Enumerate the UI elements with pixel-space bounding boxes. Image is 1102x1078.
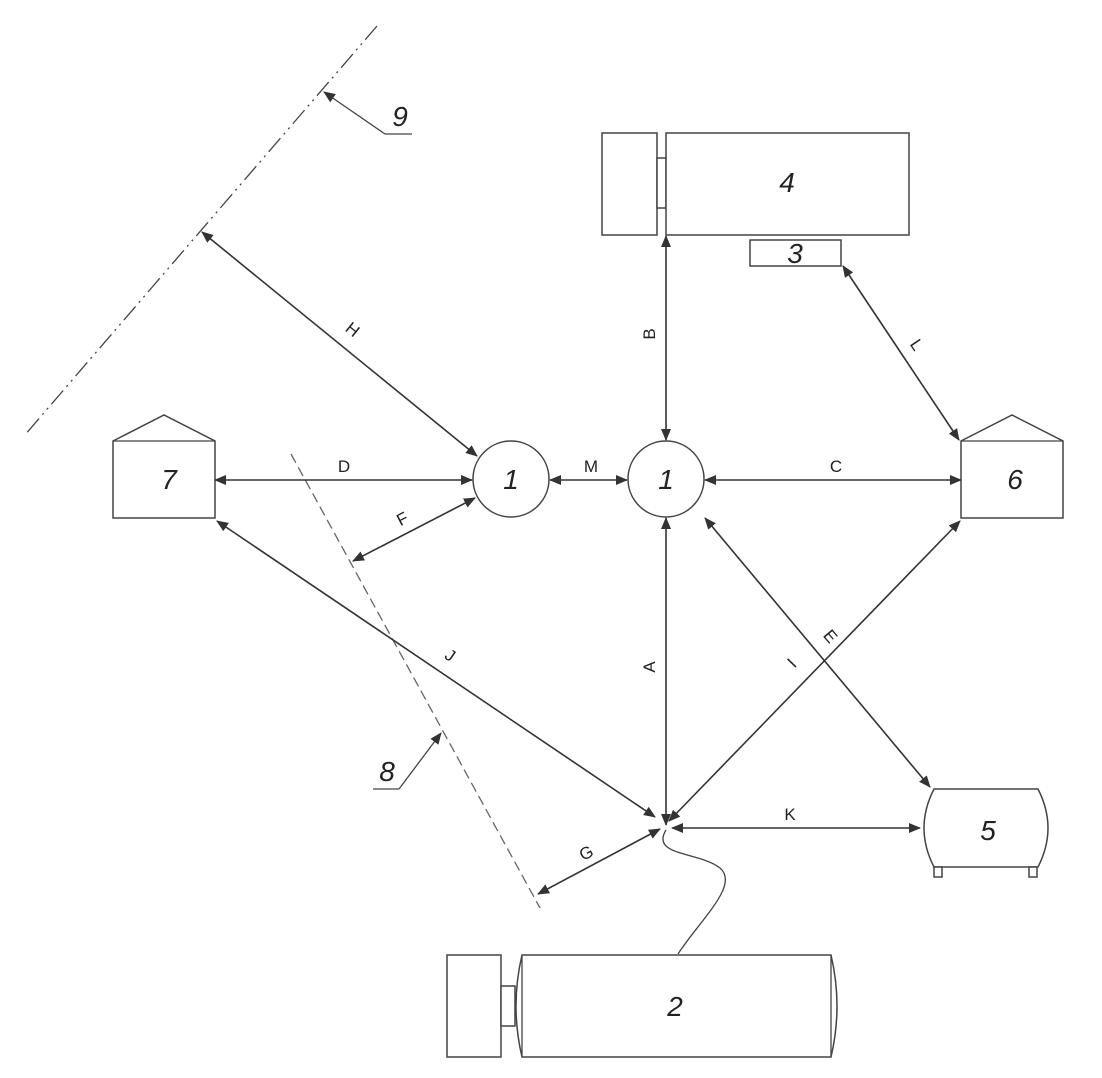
label-K: K xyxy=(784,805,796,824)
building-7: 7 xyxy=(112,414,216,519)
connection-labels: A B C D E F G H I J K L M xyxy=(338,318,927,864)
building-6-label: 6 xyxy=(1007,464,1023,495)
connection-J xyxy=(216,520,656,818)
hose xyxy=(662,829,727,955)
circle-node-left-label: 1 xyxy=(503,464,519,495)
callout-8-label: 8 xyxy=(379,756,395,787)
boundary-line-8 xyxy=(290,453,541,909)
connection-H xyxy=(201,231,478,457)
label-D: D xyxy=(338,457,350,476)
label-E: E xyxy=(819,626,841,647)
label-L: L xyxy=(906,336,927,354)
callout-9: 9 xyxy=(323,91,412,135)
tank-5: 5 xyxy=(923,788,1049,878)
connection-I xyxy=(668,520,961,822)
label-A: A xyxy=(640,661,659,673)
tank-5-label: 5 xyxy=(980,815,996,846)
label-G: G xyxy=(576,842,597,865)
circle-node-right: 1 xyxy=(627,440,705,518)
building-6: 6 xyxy=(960,414,1064,519)
component-3-label: 3 xyxy=(787,238,803,269)
label-H: H xyxy=(342,318,364,340)
boundary-line-9 xyxy=(23,25,378,437)
circle-node-right-label: 1 xyxy=(658,464,674,495)
label-I: I xyxy=(784,655,801,672)
tank-2: 2 xyxy=(446,954,838,1058)
label-B: B xyxy=(640,328,659,339)
label-F: F xyxy=(394,508,412,530)
connection-E xyxy=(704,517,931,788)
building-7-label: 7 xyxy=(161,464,178,495)
connection-L xyxy=(842,265,960,441)
connection-F xyxy=(352,497,476,562)
connections xyxy=(201,231,962,895)
label-C: C xyxy=(830,457,842,476)
callout-8: 8 xyxy=(373,732,442,790)
tank-2-label: 2 xyxy=(666,991,683,1022)
label-J: J xyxy=(441,645,459,666)
connection-G xyxy=(537,828,661,895)
callout-9-label: 9 xyxy=(392,101,408,132)
component-3: 3 xyxy=(749,238,842,269)
circle-node-left: 1 xyxy=(472,440,550,518)
machine-4: 4 xyxy=(601,132,910,236)
label-M: M xyxy=(584,457,598,476)
machine-4-label: 4 xyxy=(779,167,795,198)
